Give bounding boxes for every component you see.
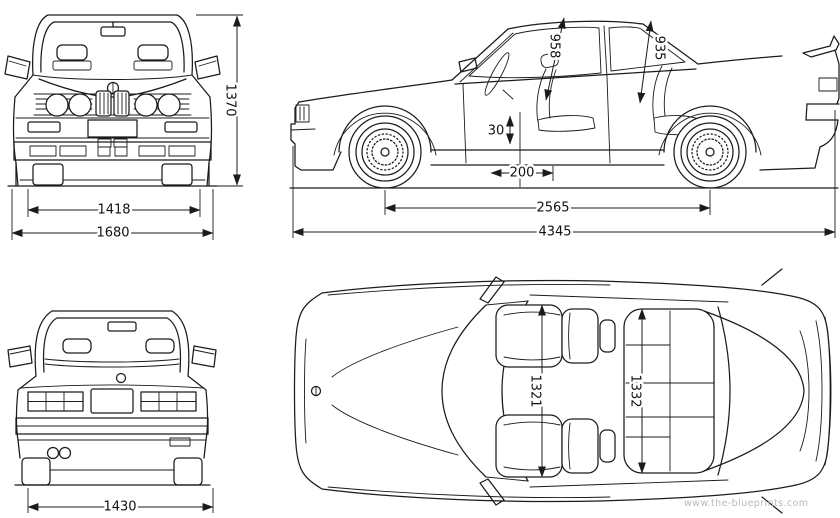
door-mirror-bottom (479, 478, 505, 506)
bmw-roundel (115, 372, 127, 384)
windshield-base (441, 304, 487, 478)
exhaust-tip (46, 446, 60, 460)
exhaust-tip (58, 446, 72, 460)
dim-front-headroom: 958 (547, 34, 562, 59)
rear-reflector (169, 437, 191, 447)
license-plate (87, 119, 138, 138)
kidney-grille-right (113, 90, 130, 117)
side-mirror-left (4, 55, 31, 80)
top-dimensions: 1321 1332 (525, 304, 646, 478)
antenna-bottom (761, 496, 783, 514)
headlight (68, 93, 92, 117)
headrest-right (137, 44, 169, 61)
rear-car-outline (7, 310, 217, 486)
dim-front-interior-width: 1321 (528, 374, 543, 407)
side-mirror-left (7, 345, 33, 368)
side-mirror-right (191, 345, 217, 368)
rear-window-front-edge (717, 306, 731, 476)
rear-view-drawing: 1430 (7, 310, 217, 517)
dim-seat-travel: 200 (510, 166, 535, 181)
turn-signal-left (27, 121, 61, 133)
front-wheel (348, 115, 422, 189)
headlight (157, 93, 181, 117)
hood-crease (331, 404, 459, 456)
rear-bench-seat (623, 308, 715, 474)
steering-wheel (484, 52, 510, 96)
dim-rear-headroom: 935 (652, 36, 667, 61)
dim-front-height: 1370 (223, 83, 238, 116)
front-seat-bottom (495, 414, 616, 478)
door-mirror-top (479, 276, 505, 304)
watermark: www.the-blueprints.com (684, 498, 809, 509)
taillight (818, 77, 838, 92)
rear-spoiler (802, 35, 840, 58)
tire-left (21, 457, 51, 486)
headlight (134, 93, 158, 117)
rearview-mirror (100, 26, 126, 37)
tire-left (32, 163, 64, 186)
dim-rear-track: 1430 (103, 500, 136, 515)
headrest (599, 319, 616, 353)
antenna-top (761, 268, 783, 286)
headrest-left (62, 338, 92, 354)
side-dimensions: 958 935 30 200 2565 4345 (292, 17, 836, 242)
side-mirror-right (194, 55, 221, 80)
dim-front-width: 1680 (96, 226, 129, 241)
tire-right (173, 457, 203, 486)
dim-rear-interior-width: 1332 (628, 374, 643, 407)
spoiler-edge (824, 316, 832, 466)
grille-profile (295, 104, 310, 123)
hood-line (298, 79, 453, 103)
headrest-right (145, 338, 175, 354)
tire-right (161, 163, 193, 186)
dim-seat-adjust: 30 (488, 124, 505, 139)
front-view-drawing: 1370 1418 1680 (4, 14, 243, 243)
dim-length: 4345 (538, 225, 571, 240)
rear-wheel (673, 115, 747, 189)
door-mirror (458, 57, 478, 73)
quarter-window (608, 26, 686, 72)
top-view-drawing: 1321 1332 (293, 268, 832, 514)
headlight (45, 93, 69, 117)
roof-line (507, 20, 644, 30)
front-seat-top (495, 304, 616, 368)
dim-front-track: 1418 (97, 203, 130, 218)
rear-window-rear-edge (703, 310, 805, 472)
front-dimensions: 1370 1418 1680 (11, 14, 243, 243)
kidney-grille-left (95, 90, 112, 117)
headrest-left (56, 44, 88, 61)
side-view-drawing: 958 935 30 200 2565 4345 (289, 17, 840, 242)
hood-crease (331, 326, 459, 378)
rear-dimensions: 1430 (27, 488, 214, 517)
front-seat-cushion (537, 115, 596, 132)
side-car-outline (289, 20, 840, 189)
front-car-outline (4, 14, 221, 187)
license-plate (90, 388, 134, 414)
top-car-outline (293, 268, 832, 514)
turn-signal-right (164, 121, 198, 133)
spoiler-edge (815, 320, 823, 462)
trunk-edge (799, 330, 810, 452)
dim-wheelbase: 2565 (536, 201, 569, 216)
front-window (468, 26, 602, 79)
third-brake-light (107, 321, 137, 332)
headrest (599, 429, 616, 463)
